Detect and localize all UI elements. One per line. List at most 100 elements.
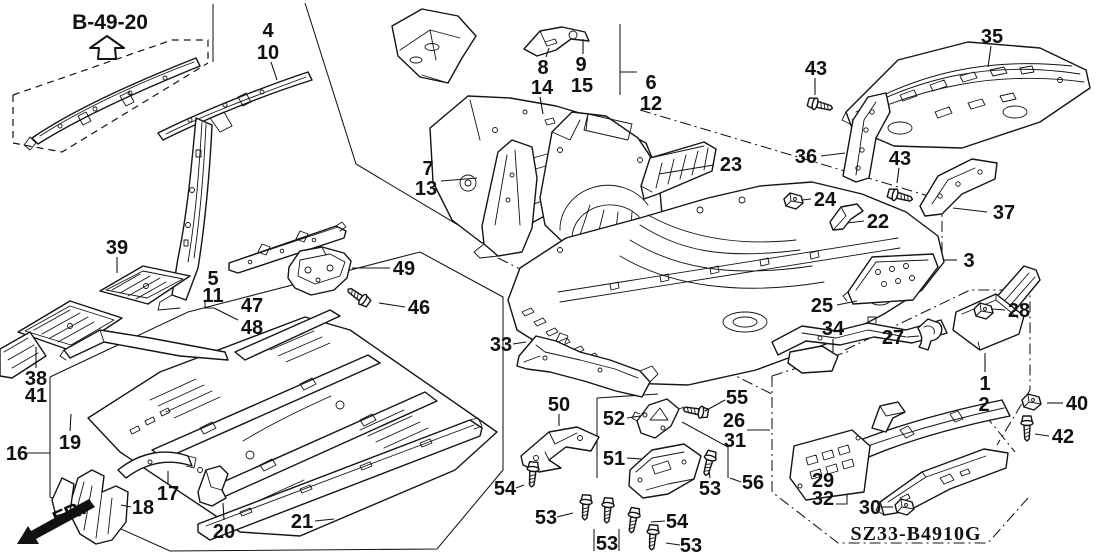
reference-link: B-49-20 <box>72 11 148 60</box>
callout-51-48: 51 <box>603 448 625 470</box>
part-roof-rail-4-10-drawing <box>157 71 313 141</box>
callout-16-36: 16 <box>6 443 28 465</box>
callout-31-47: 31 <box>724 430 746 452</box>
part-stiffener-7-13-drawing <box>473 139 538 259</box>
callout-48-31: 48 <box>241 317 263 339</box>
callout-54-54: 54 <box>666 511 689 533</box>
callout-26-46: 26 <box>723 410 745 432</box>
leader-line-36-13 <box>820 152 846 157</box>
callout-42-26: 42 <box>1052 426 1074 448</box>
leader-line-37-15 <box>952 207 988 213</box>
leader-line-20-40 <box>222 502 225 521</box>
callout-53-55: 53 <box>680 535 702 553</box>
callout-47-30: 47 <box>241 295 263 317</box>
ref-label: B-49-20 <box>72 11 148 34</box>
part-rear-frame-rail-26-31-drawing <box>789 399 1011 501</box>
callout-40-25: 40 <box>1066 393 1088 415</box>
up-arrow-icon <box>89 35 125 60</box>
part-center-pillar-5-11-drawing <box>157 117 213 311</box>
part-hook-bracket-27-drawing <box>917 318 943 351</box>
clip-hole <box>983 307 987 311</box>
callout-35-11: 35 <box>981 26 1003 48</box>
part-arm-17-drawing <box>117 451 197 479</box>
group-boundary-0 <box>12 39 209 96</box>
callout-37-15: 37 <box>993 202 1015 224</box>
callout-4-0: 4 <box>262 20 274 42</box>
part-bracket-36-drawing <box>842 92 891 183</box>
clip-icon clip-40 <box>1021 393 1042 411</box>
leader-line-13-9 <box>440 177 478 182</box>
part-plate-25-drawing <box>842 253 939 305</box>
part-bracket-cluster-18-drawing <box>51 469 129 545</box>
callout-55-45: 55 <box>726 387 748 409</box>
callout-19-37: 19 <box>59 432 81 454</box>
callout-53-49: 53 <box>699 478 721 500</box>
part-floor-mat-38-41-drawing <box>0 300 123 379</box>
leader-line-53-55 <box>665 542 681 546</box>
bolt-threads <box>581 506 590 517</box>
bolt-icon bolt-54-left <box>526 460 540 488</box>
leader-line-54-54 <box>650 520 666 523</box>
part-bracket-8-9-drawing <box>523 26 590 57</box>
fastener-icons <box>347 97 1042 551</box>
leader-line-8-2 <box>545 47 550 58</box>
callout-18-38: 18 <box>132 497 154 519</box>
part-front-floor-pan-drawing <box>87 316 498 537</box>
part-side-sill-47-48-drawing <box>228 221 347 274</box>
group-boundary-15 <box>681 421 729 478</box>
leader-line-43-14 <box>896 167 900 184</box>
callout-36-13: 36 <box>795 146 817 168</box>
clip-icon clip-28 <box>973 302 994 320</box>
part-bracket-22-drawing <box>829 203 864 231</box>
group-boundary-8 <box>771 376 1029 544</box>
callout-12-7: 12 <box>640 93 662 115</box>
callout-32-57: 32 <box>812 488 834 510</box>
part-bracket-52-drawing <box>631 398 685 439</box>
callout-5-28: 5 <box>207 268 218 290</box>
part-floor-mat-39-drawing <box>99 265 191 305</box>
callout-28-22: 28 <box>1008 300 1030 322</box>
callout-30-58: 30 <box>859 497 881 519</box>
leader-line-19-37 <box>69 413 72 432</box>
group-boundary-3 <box>304 2 501 251</box>
leader-line-18-38 <box>120 504 132 508</box>
bolt-icon bolt-55 <box>682 405 710 419</box>
callout-2-24: 2 <box>978 394 989 416</box>
bolt-threads <box>648 536 657 547</box>
leader-line-28-22 <box>991 308 1006 311</box>
clip-fold <box>896 498 915 513</box>
callout-25-19: 25 <box>811 295 833 317</box>
clip-fold <box>975 302 994 317</box>
part-bracket-20-drawing <box>197 465 229 507</box>
leader-line-56-50 <box>729 477 742 483</box>
leader-line-22-17 <box>846 220 865 224</box>
leader-line-51-48 <box>626 457 643 460</box>
bolt-icon bolt-53-c <box>646 523 660 551</box>
bolt-threads <box>628 520 638 530</box>
callout-41-35: 41 <box>25 385 47 407</box>
callout-6-6: 6 <box>645 72 656 94</box>
group-boundary-21 <box>213 307 239 321</box>
part-jack-bracket-49-drawing <box>287 246 352 296</box>
bolt-threads <box>900 192 909 202</box>
callout-46-33: 46 <box>408 297 430 319</box>
fr-arrow-icon <box>17 499 95 544</box>
bolt-icon bolt-46 <box>347 287 372 308</box>
leader-line-21-41 <box>314 518 335 522</box>
leader-line-54-51 <box>515 484 525 489</box>
leader-line-27-21 <box>906 335 920 338</box>
bolt-threads <box>350 288 359 300</box>
callout-53-53: 53 <box>596 533 618 553</box>
bolt-icon bolt-43-right <box>886 188 914 202</box>
group-boundary-1 <box>12 62 209 153</box>
group-boundary-11 <box>984 414 1016 453</box>
callout-1-23: 1 <box>979 373 990 395</box>
leader-line-14-4 <box>539 96 544 115</box>
leader-line-10-1 <box>270 61 278 81</box>
bolt-threads <box>820 101 829 111</box>
callout-43-12: 43 <box>805 58 827 80</box>
bolt-threads <box>528 473 537 484</box>
callout-8-2: 8 <box>537 57 548 79</box>
part-crossmember-34-drawing <box>771 316 948 374</box>
